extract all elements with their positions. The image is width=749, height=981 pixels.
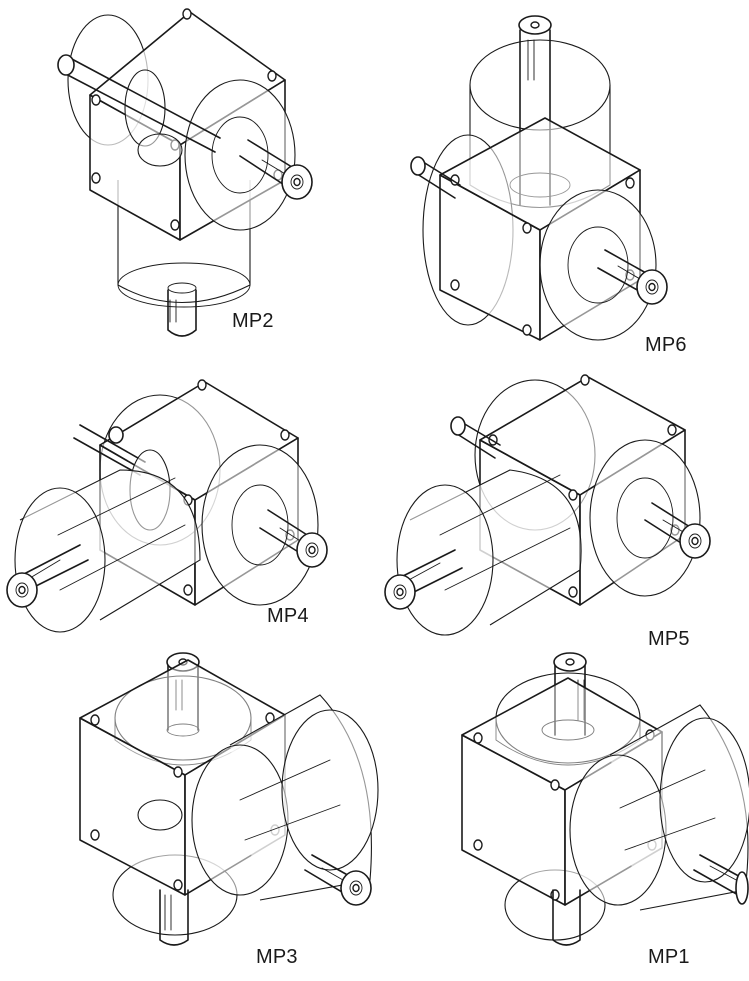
gearbox-mp3	[79, 652, 379, 946]
label-mp3: MP3	[256, 946, 298, 968]
gearbox-mp2	[57, 8, 313, 337]
label-mp4: MP4	[267, 605, 309, 627]
gearbox-mp4	[6, 379, 328, 633]
label-mp1: MP1	[648, 946, 690, 968]
label-mp2: MP2	[232, 310, 274, 332]
label-mp5: MP5	[648, 628, 690, 650]
gearbox-mp6	[410, 15, 668, 341]
gearbox-mp1	[461, 652, 749, 946]
gearbox-mp5	[384, 374, 711, 636]
label-mp6: MP6	[645, 334, 687, 356]
